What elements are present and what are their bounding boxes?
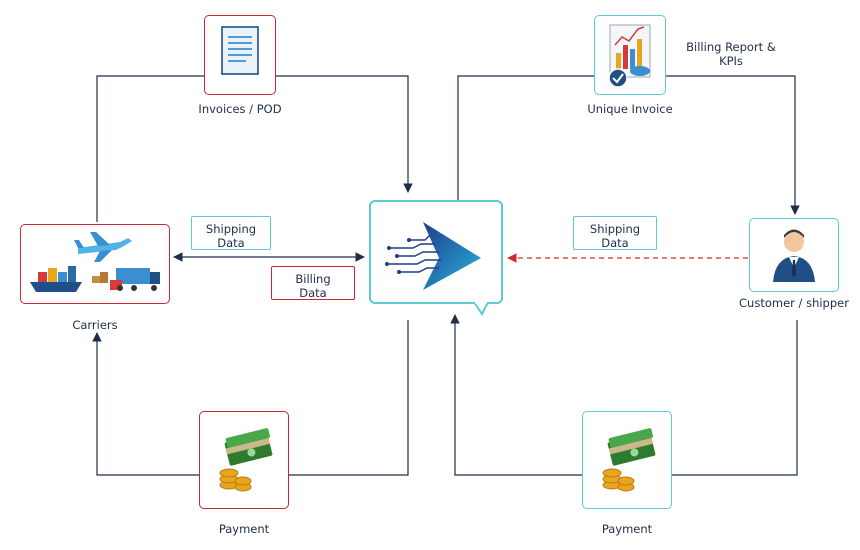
customer-node — [749, 218, 839, 292]
customer-label: Customer / shipper — [739, 296, 849, 310]
money-icon — [602, 428, 656, 492]
invoices-pod-label: Invoices / POD — [198, 102, 282, 116]
money-icon — [219, 428, 273, 492]
report-chart-icon — [608, 24, 651, 88]
invoices-pod-node — [204, 15, 276, 95]
shipping-data-tag-right: Shipping Data — [573, 216, 657, 250]
payment-left-label: Payment — [218, 522, 270, 536]
document-icon — [221, 26, 259, 75]
shipping-data-tag-left: Shipping Data — [191, 216, 271, 250]
payment-left-node — [199, 411, 289, 509]
carriers-node — [20, 224, 170, 304]
billing-data-tag: Billing Data — [271, 266, 355, 300]
logistics-transport-icon — [30, 232, 160, 292]
payment-right-label: Payment — [601, 522, 653, 536]
platform-logo-icon — [385, 222, 481, 290]
businessman-icon — [773, 229, 815, 282]
connector-carriers-to-platform — [96, 75, 413, 222]
connector-platform-to-customer — [457, 75, 800, 215]
billing-report-annotation: Billing Report & KPIs — [686, 40, 776, 68]
platform-callout-tail — [474, 302, 490, 316]
unique-invoice-label: Unique Invoice — [587, 102, 673, 116]
payment-right-node — [582, 411, 672, 509]
platform-node — [369, 200, 503, 304]
carriers-label: Carriers — [72, 318, 118, 332]
unique-invoice-node — [594, 15, 666, 95]
